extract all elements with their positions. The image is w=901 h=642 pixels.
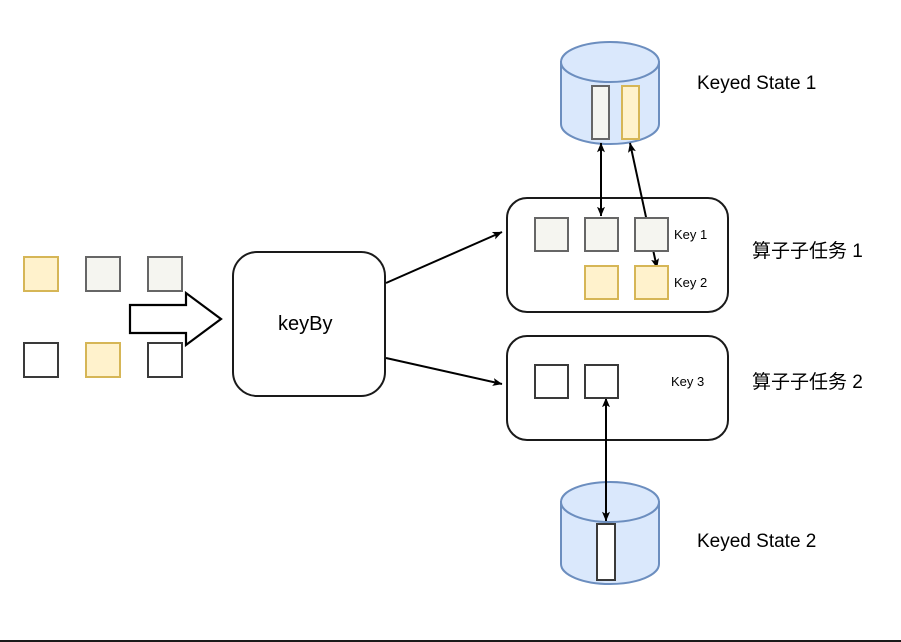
input-square-r1c2 <box>85 256 121 292</box>
keyed-state-2-label: Keyed State 2 <box>697 531 817 552</box>
subtask-1-key-2-label: Key 2 <box>674 275 708 290</box>
keyby-node-shape <box>232 251 386 397</box>
subtask-2-label: 算子子任务 2 <box>752 372 863 393</box>
subtask-1-key-1-square-1 <box>534 217 569 252</box>
state-bar-gray <box>591 85 610 140</box>
input-square-r2c1 <box>23 342 59 378</box>
keyby-to-subtask-2-arrow <box>385 357 503 386</box>
keyby-to-subtask-1-arrow <box>385 231 503 284</box>
subtask-2-key-3-label: Key 3 <box>671 374 705 389</box>
subtask-1-label: 算子子任务 1 <box>752 241 863 262</box>
subtask-1-key-2-square-2 <box>634 265 669 300</box>
subtask-2-key-3-square-2 <box>584 364 619 399</box>
state-bar-white <box>596 523 616 581</box>
subtask-2-key-3-square-1 <box>534 364 569 399</box>
input-square-r2c2 <box>85 342 121 378</box>
input-square-r1c1 <box>23 256 59 292</box>
keyed-state-1-label: Keyed State 1 <box>697 73 817 94</box>
state-bar-yellow <box>621 85 640 140</box>
input-square-r2c3 <box>147 342 183 378</box>
keyby-node-label: keyBy <box>278 313 333 335</box>
input-square-r1c3 <box>147 256 183 292</box>
subtask-1-key-1-square-2 <box>584 217 619 252</box>
subtask-1-key-1-square-3 <box>634 217 669 252</box>
subtask-1-key-1-label: Key 1 <box>674 227 708 242</box>
subtask-1-key-2-square-1 <box>584 265 619 300</box>
stream-to-keyby-arrow <box>128 290 223 348</box>
